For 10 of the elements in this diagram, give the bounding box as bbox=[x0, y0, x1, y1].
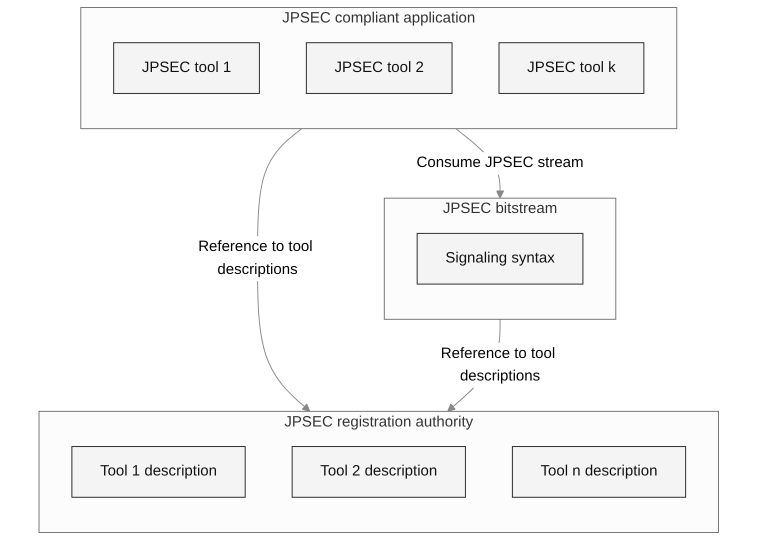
node-box: Tool 1 description bbox=[72, 446, 246, 498]
edge-label: Reference to tool descriptions bbox=[198, 239, 313, 278]
node-box: Tool 2 description bbox=[292, 446, 466, 498]
edge-label: Reference to tool descriptions bbox=[440, 346, 556, 384]
node-box: JPSEC tool 1 bbox=[113, 42, 260, 94]
node-box: Signaling syntax bbox=[416, 232, 584, 285]
node-box: Tool n description bbox=[512, 446, 686, 498]
edge-label: Consume JPSEC stream bbox=[416, 154, 584, 171]
node-box: JPSEC tool k bbox=[498, 42, 645, 94]
node-box: JPSEC tool 2 bbox=[306, 42, 453, 94]
